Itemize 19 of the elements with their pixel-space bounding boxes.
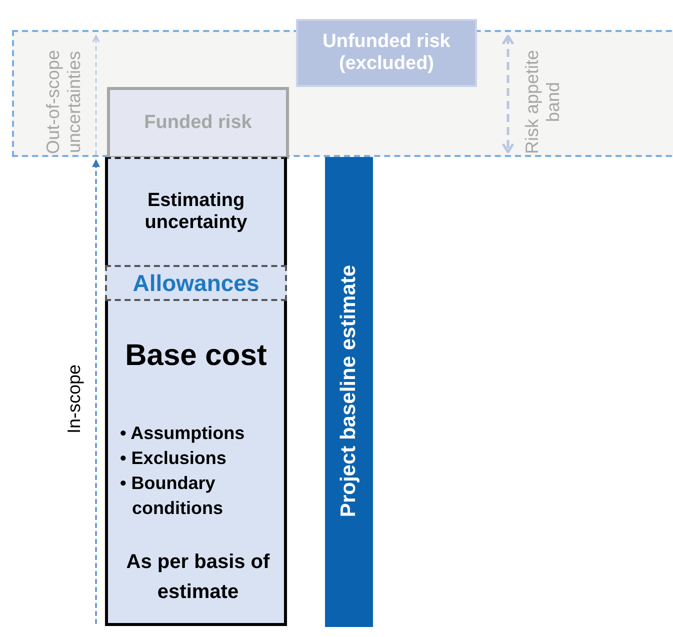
unfunded-risk-box — [296, 19, 477, 87]
axis-label: Out-of-scope uncertainties — [43, 48, 85, 156]
note: As per basis of estimate — [125, 550, 271, 605]
bullet-item: • Exclusions — [120, 447, 228, 470]
box-label: Estimating uncertainty — [144, 190, 248, 234]
bullet-item: • Boundary conditions — [120, 472, 224, 520]
axis-label: In-scope — [64, 363, 85, 436]
box-label: Unfunded risk (excluded) — [322, 31, 452, 75]
bullet-item: • Assumptions — [120, 422, 246, 445]
box-label: Funded risk — [144, 112, 252, 134]
funded-risk-box — [107, 87, 289, 159]
heading: Base cost — [124, 339, 268, 373]
box-label: Allowances — [132, 270, 260, 296]
axis-label: Risk appetite band — [522, 48, 564, 156]
bar-label: Project baseline estimate — [337, 264, 361, 520]
allowances-section — [105, 265, 287, 301]
uncertainty-section — [105, 157, 287, 265]
base-cost-section — [105, 301, 287, 626]
baseline-bar — [325, 157, 373, 627]
